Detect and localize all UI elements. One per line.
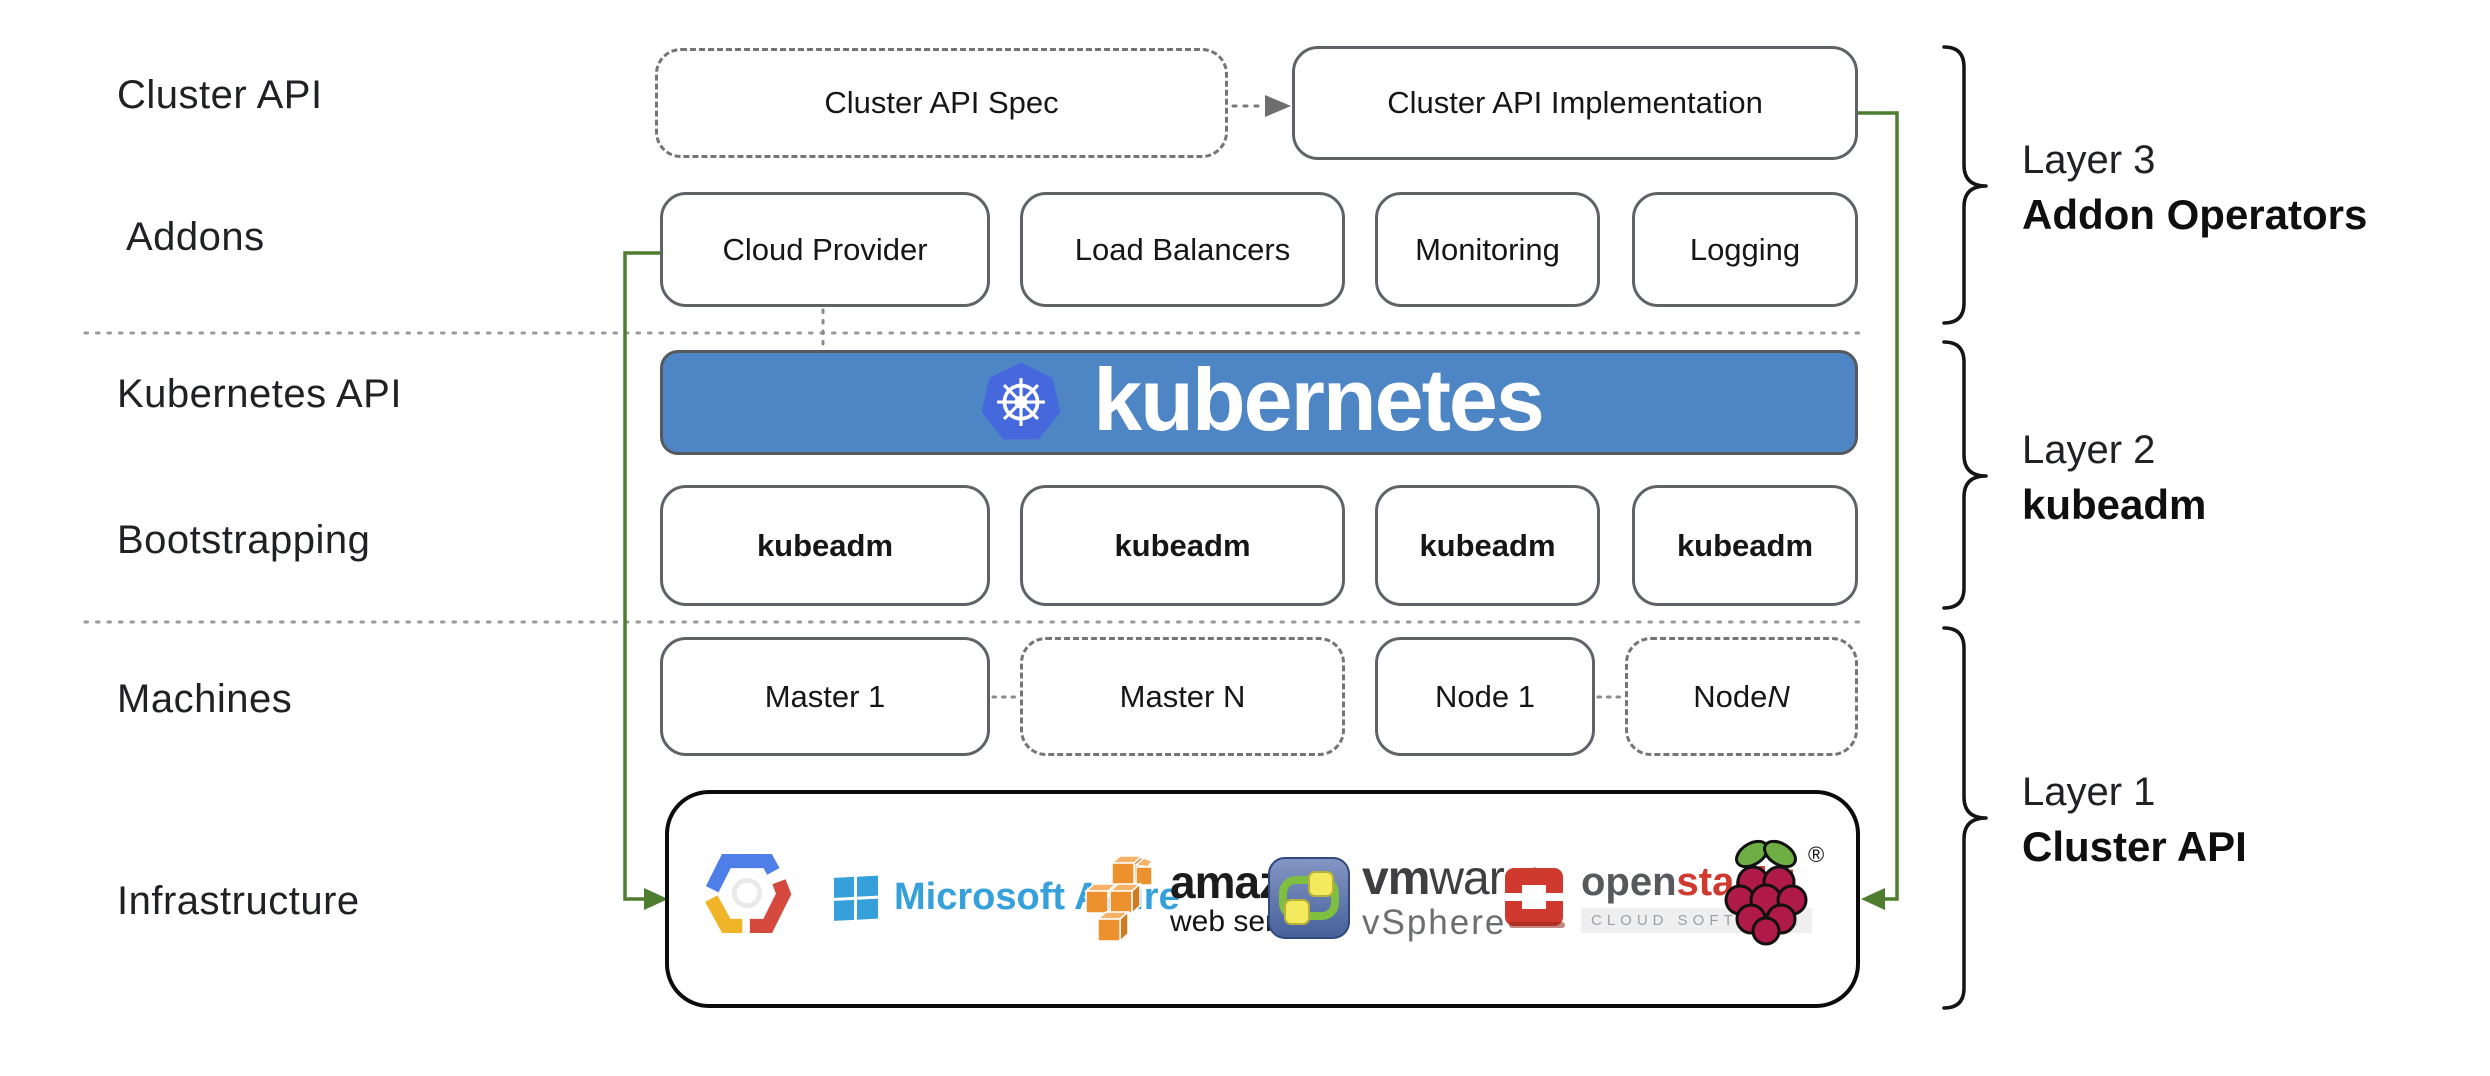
infrastructure-container	[665, 790, 1860, 1008]
row-label-machines: Machines	[117, 677, 293, 721]
row-label-kubernetes-api: Kubernetes API	[117, 372, 402, 416]
cluster-api-spec-box: Cluster API Spec	[655, 48, 1228, 158]
layer2-brace	[1942, 340, 1988, 610]
node-n-label: Node	[1693, 678, 1768, 714]
google-cloud-logo	[700, 846, 794, 940]
layer-2-subtitle: kubeadm	[2022, 481, 2207, 528]
kubeadm-box-3: kubeadm	[1375, 485, 1600, 606]
node-n-variable: N	[1767, 678, 1790, 714]
addon-cloud-provider-box: Cloud Provider	[660, 192, 990, 307]
kubeadm-box-4: kubeadm	[1632, 485, 1858, 606]
layer-3-label: Layer 3 Addon Operators	[2022, 140, 2367, 236]
vmware-icon	[1268, 856, 1350, 939]
layer-2-title: Layer 2	[2022, 428, 2156, 472]
layer-1-title: Layer 1	[2022, 770, 2156, 814]
green-line-right	[1858, 111, 1899, 901]
layer-1-label: Layer 1 Cluster API	[2022, 772, 2247, 868]
layer-3-title: Layer 3	[2022, 138, 2156, 182]
kubernetes-logo-icon	[981, 362, 1061, 439]
layer1-brace	[1942, 626, 1988, 1010]
addon-load-balancers-box: Load Balancers	[1020, 192, 1345, 307]
layer-3-subtitle: Addon Operators	[2022, 191, 2368, 238]
row-label-bootstrapping: Bootstrapping	[117, 518, 371, 562]
layer-1-subtitle: Cluster API	[2022, 823, 2247, 870]
master-1-box: Master 1	[660, 637, 990, 756]
layer3-brace	[1942, 45, 1988, 325]
vmware-vm-label: vm	[1362, 852, 1430, 905]
google-cloud-icon	[705, 853, 792, 933]
aws-cubes-icon	[1084, 855, 1154, 941]
openstack-open-label: open	[1581, 860, 1677, 904]
kubernetes-banner-label: kubernetes	[1093, 349, 1545, 449]
kubeadm-box-1: kubeadm	[660, 485, 990, 606]
vsphere-label: vSphere	[1362, 903, 1507, 942]
microsoft-azure-icon	[834, 875, 878, 921]
vmware-vsphere-logo: vmware® vSphere	[1268, 852, 1540, 942]
raspberry-pi-registered-mark: ®	[1808, 842, 1825, 867]
spec-to-implementation-arrow	[1231, 95, 1291, 117]
row-label-cluster-api: Cluster API	[117, 73, 323, 117]
openstack-icon	[1503, 867, 1567, 928]
addon-logging-box: Logging	[1632, 192, 1858, 307]
kubeadm-box-2: kubeadm	[1020, 485, 1345, 606]
green-arrowhead-right	[1861, 888, 1885, 910]
layer-2-label: Layer 2 kubeadm	[2022, 430, 2206, 526]
master-n-box: Master N	[1020, 637, 1345, 756]
addon-monitoring-box: Monitoring	[1375, 192, 1600, 307]
kubernetes-banner: kubernetes	[660, 350, 1858, 455]
green-line-left	[623, 251, 660, 901]
raspberry-pi-icon	[1724, 839, 1808, 946]
node-1-box: Node 1	[1375, 637, 1595, 756]
row-label-infrastructure: Infrastructure	[117, 879, 360, 923]
cluster-api-implementation-box: Cluster API Implementation	[1292, 46, 1858, 160]
row-label-addons: Addons	[126, 215, 265, 259]
raspberry-pi-logo: ®	[1716, 834, 1824, 946]
node-n-box: Node N	[1625, 637, 1858, 756]
